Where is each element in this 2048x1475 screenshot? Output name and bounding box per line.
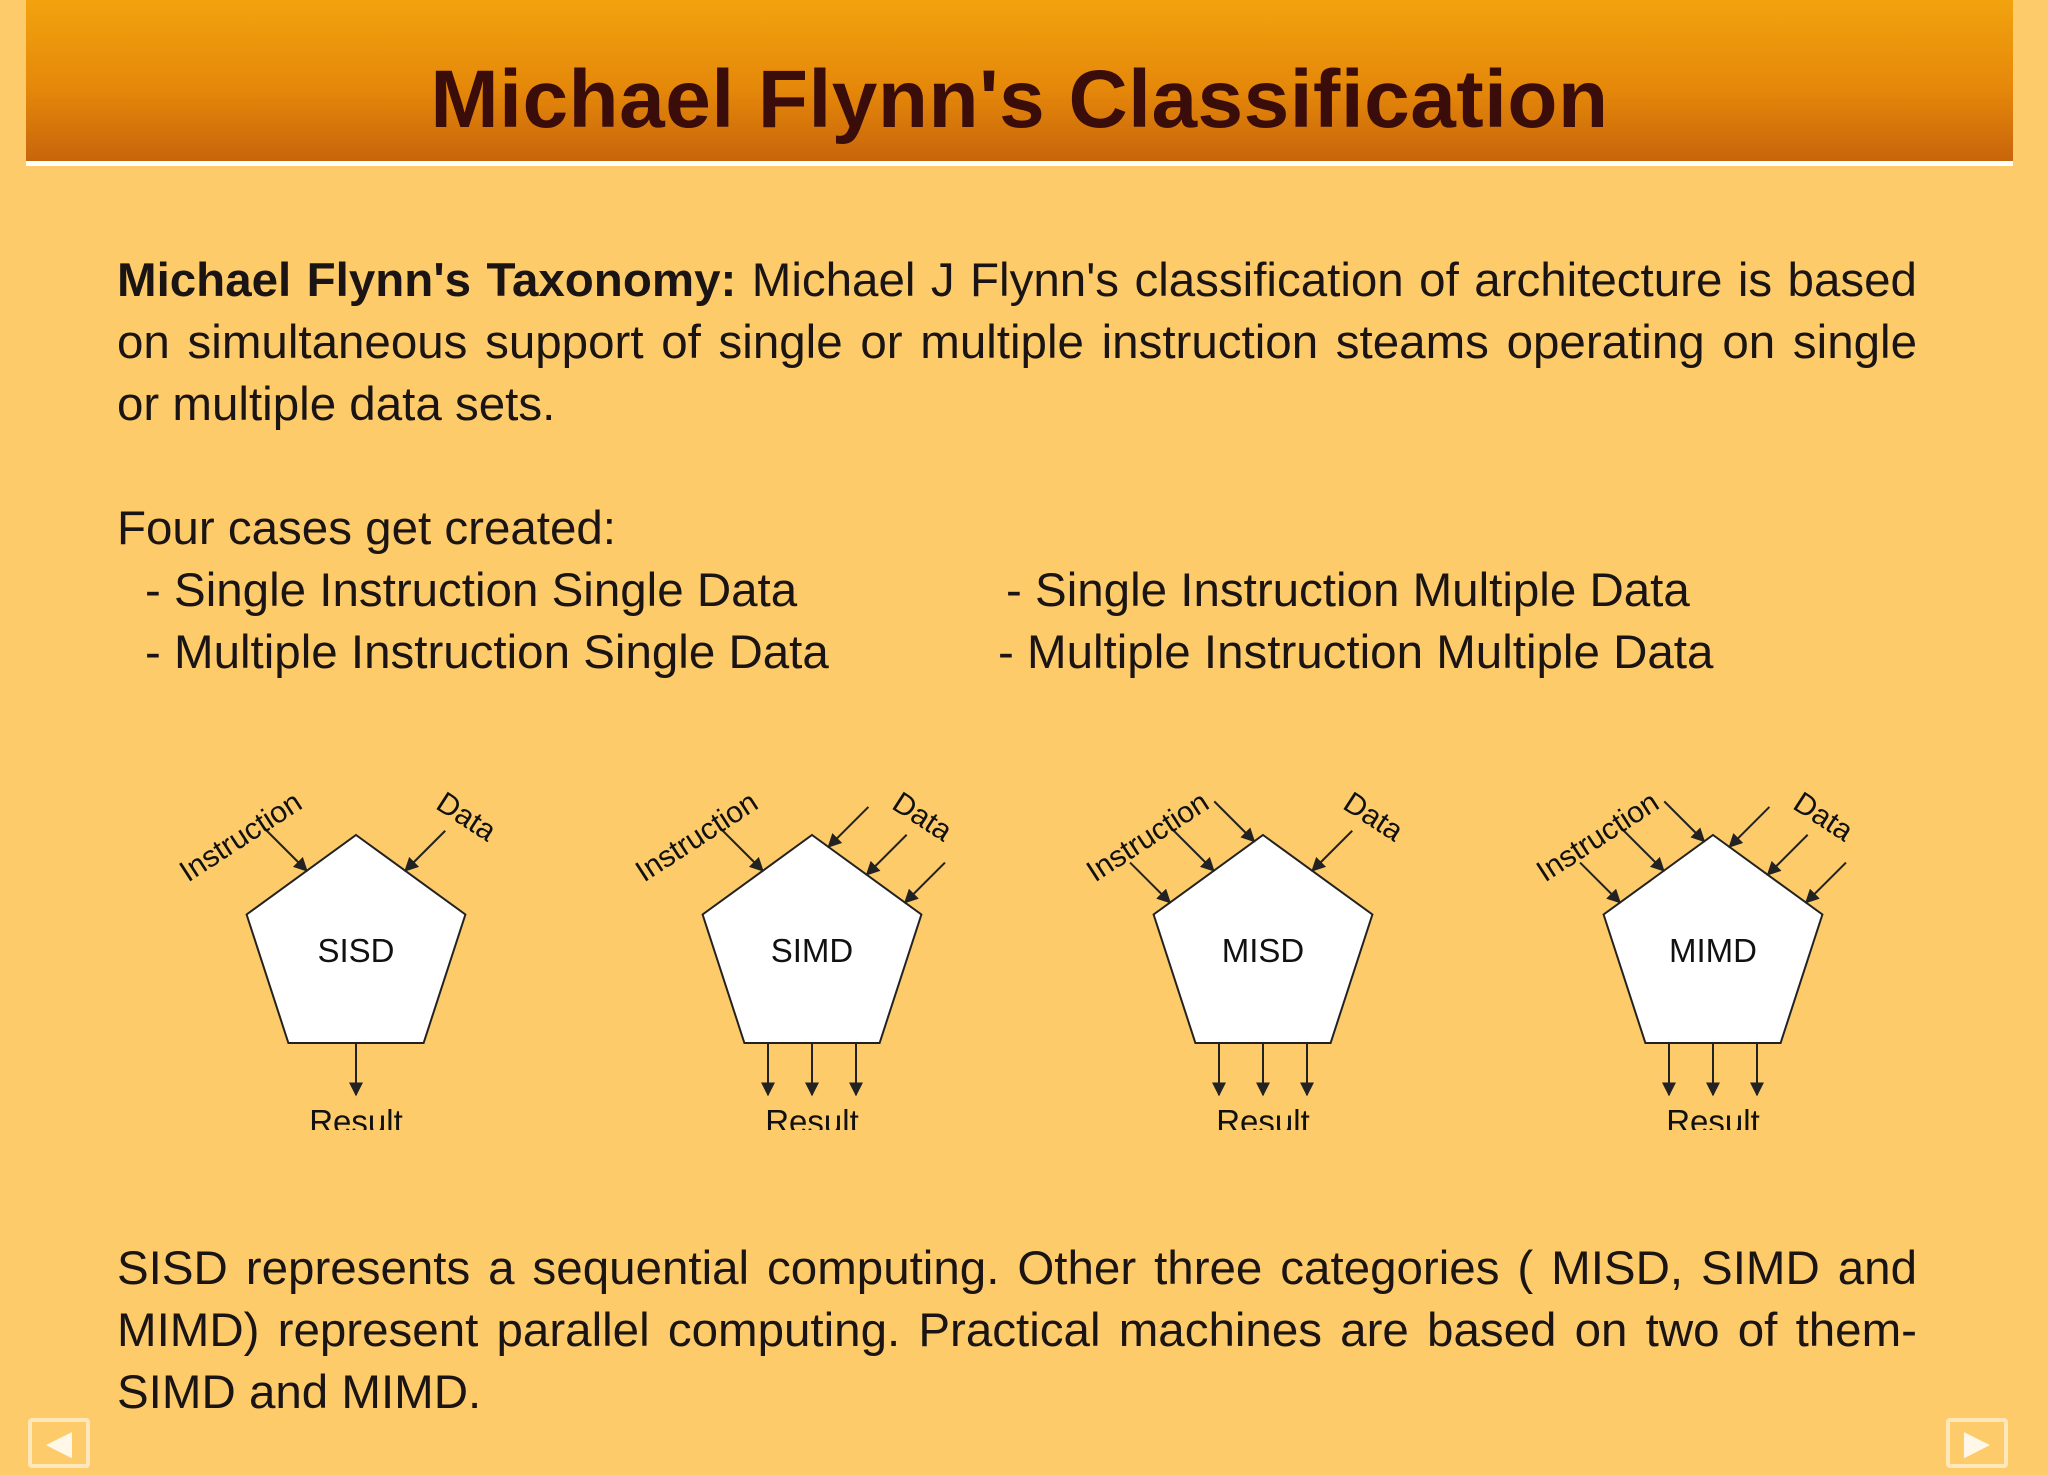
instruction-arrow-misd-1 xyxy=(1173,830,1215,872)
data-arrow-simd-2 xyxy=(903,861,946,904)
data-arrow-mimd-0 xyxy=(1728,806,1771,848)
data-arrow-mimd-1 xyxy=(1766,834,1809,876)
processor-block-mimd xyxy=(1602,833,1824,1044)
next-arrow-icon: ▶ xyxy=(1963,1424,1991,1462)
result-label-misd: Result xyxy=(1216,1103,1310,1130)
intro-bold-term: Michael Flynn's Taxonomy: xyxy=(117,254,737,307)
instruction-arrow-sisd-0 xyxy=(266,830,308,872)
instruction-arrow-simd-0 xyxy=(722,830,764,872)
result-label-mimd: Result xyxy=(1666,1103,1760,1130)
instruction-arrow-mimd-1 xyxy=(1623,830,1665,872)
instruction-arrow-misd-2 xyxy=(1129,861,1172,904)
result-label-simd: Result xyxy=(765,1103,859,1130)
data-label-mimd: Data xyxy=(1788,786,1859,848)
case-simd: - Single Instruction Multiple Data xyxy=(1006,564,1690,617)
previous-slide-button[interactable]: ◀ xyxy=(28,1418,90,1468)
instruction-label-misd: Instruction xyxy=(1081,786,1215,889)
instruction-arrow-mimd-0 xyxy=(1663,800,1706,843)
block-label-simd: SIMD xyxy=(771,932,854,969)
block-label-misd: MISD xyxy=(1222,932,1305,969)
data-label-misd: Data xyxy=(1338,786,1409,848)
instruction-label-mimd: Instruction xyxy=(1531,786,1665,889)
result-label-sisd: Result xyxy=(309,1103,403,1130)
case-sisd: - Single Instruction Single Data xyxy=(145,564,798,617)
processor-block-misd xyxy=(1152,833,1374,1044)
data-arrow-sisd-0 xyxy=(404,830,446,872)
data-label-simd: Data xyxy=(887,786,958,848)
intro-paragraph: Michael Flynn's Taxonomy: Michael J Flyn… xyxy=(117,250,1917,436)
processor-block-sisd xyxy=(245,833,467,1044)
instruction-arrow-mimd-2 xyxy=(1579,861,1622,904)
data-arrow-simd-1 xyxy=(865,834,908,876)
title-bar: Michael Flynn's Classification xyxy=(26,0,2013,166)
conclusion-paragraph: SISD represents a sequential computing. … xyxy=(117,1242,1917,1419)
cases-heading: Four cases get created: xyxy=(117,502,617,555)
instruction-arrow-misd-0 xyxy=(1213,800,1256,843)
data-arrow-misd-0 xyxy=(1311,830,1353,872)
previous-arrow-icon: ◀ xyxy=(45,1424,73,1462)
processor-block-simd xyxy=(701,833,923,1044)
slide-title: Michael Flynn's Classification xyxy=(430,54,1609,145)
data-arrow-mimd-2 xyxy=(1804,861,1847,904)
data-label-sisd: Data xyxy=(431,786,502,848)
case-misd: - Multiple Instruction Single Data xyxy=(145,626,829,679)
case-mimd: - Multiple Instruction Multiple Data xyxy=(998,626,1714,679)
block-label-mimd: MIMD xyxy=(1669,932,1757,969)
intro-text: Michael J Flynn's classification of arch… xyxy=(117,254,1917,431)
data-arrow-simd-0 xyxy=(827,806,870,848)
instruction-label-simd: Instruction xyxy=(630,786,764,889)
instruction-label-sisd: Instruction xyxy=(174,786,308,889)
next-slide-button[interactable]: ▶ xyxy=(1946,1418,2008,1468)
block-label-sisd: SISD xyxy=(317,932,394,969)
